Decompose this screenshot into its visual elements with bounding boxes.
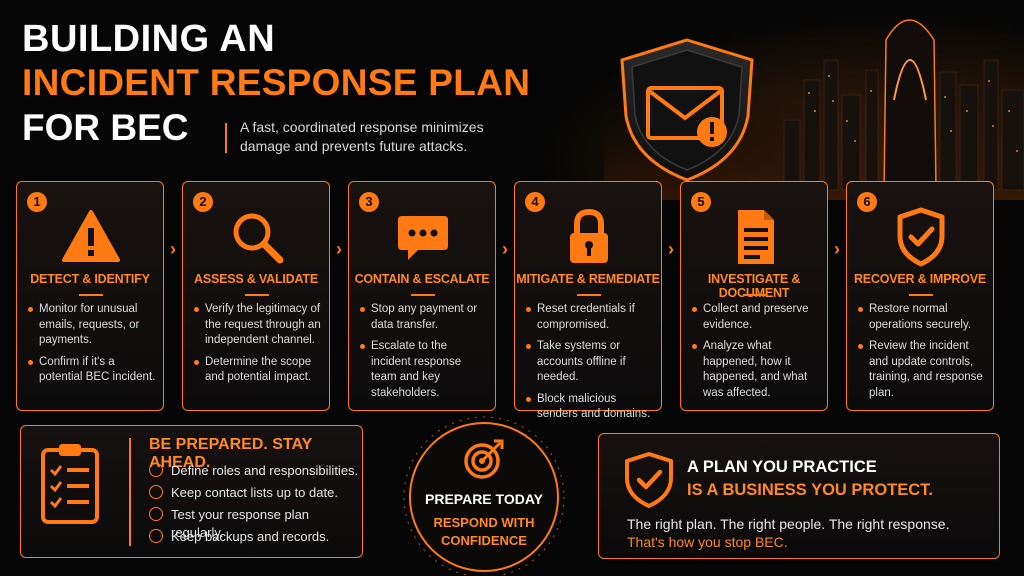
panel-divider bbox=[129, 438, 131, 546]
chevron-right-icon: › bbox=[502, 239, 508, 259]
step-title: DETECT & IDENTIFY bbox=[30, 272, 150, 286]
step-card-1: 1 DETECT & IDENTIFY Monitor for unusual … bbox=[16, 181, 164, 411]
chevron-right-icon: › bbox=[170, 239, 176, 259]
list-item: Monitor for unusual emails, requests, or… bbox=[27, 302, 157, 349]
chevron-right-icon: › bbox=[834, 239, 840, 259]
list-item: Take systems or accounts offline if need… bbox=[525, 339, 655, 386]
check-circle-icon bbox=[149, 507, 163, 521]
list-item-label: Test your response plan regularly. bbox=[171, 507, 310, 540]
be-prepared-panel: BE PREPARED. STAY AHEAD. Define roles an… bbox=[20, 425, 363, 558]
title-divider bbox=[225, 123, 227, 153]
step-title: ASSESS & VALIDATE bbox=[194, 272, 318, 286]
warning-icon bbox=[56, 204, 126, 270]
step-card-3: 3 CONTAIN & ESCALATE Stop any payment or… bbox=[348, 181, 496, 411]
list-item: Analyze what happened, how it happened, … bbox=[691, 339, 821, 401]
step-divider bbox=[245, 294, 269, 296]
check-circle-icon bbox=[149, 463, 163, 477]
list-item: Block malicious senders and domains. bbox=[525, 392, 655, 423]
badge-ring bbox=[403, 416, 565, 575]
step-bullets: Stop any payment or data transfer. Escal… bbox=[359, 302, 489, 407]
list-item: Test your response plan regularly. bbox=[149, 506, 362, 540]
step-bullets: Reset credentials if compromised. Take s… bbox=[525, 302, 655, 429]
magnifier-icon bbox=[222, 204, 292, 270]
list-item: Restore normal operations securely. bbox=[857, 302, 987, 333]
step-number: 2 bbox=[193, 192, 213, 212]
prepared-list: Define roles and responsibilities. Keep … bbox=[149, 462, 362, 550]
clipboard-checklist-icon bbox=[39, 440, 101, 526]
plan-heading-1: A PLAN YOU PRACTICE bbox=[687, 458, 877, 476]
step-divider bbox=[743, 294, 767, 296]
chevron-right-icon: › bbox=[336, 239, 342, 259]
chevron-right-icon: › bbox=[668, 239, 674, 259]
step-number: 6 bbox=[857, 192, 877, 212]
step-title: RECOVER & IMPROVE bbox=[853, 272, 987, 286]
step-card-6: 6 RECOVER & IMPROVE Restore normal opera… bbox=[846, 181, 994, 411]
respond-with-confidence-text: RESPOND WITH CONFIDENCE bbox=[400, 514, 568, 550]
page-title: BUILDING AN INCIDENT RESPONSE PLAN FOR B… bbox=[22, 20, 530, 146]
step-divider bbox=[411, 294, 435, 296]
plan-text-2: That's how you stop BEC. bbox=[627, 534, 788, 550]
step-number: 4 bbox=[525, 192, 545, 212]
steps-row: 1 DETECT & IDENTIFY Monitor for unusual … bbox=[16, 181, 1008, 420]
list-item: Verify the legitimacy of the request thr… bbox=[193, 302, 323, 349]
step-bullets: Collect and preserve evidence. Analyze w… bbox=[691, 302, 821, 407]
list-item: Keep backups and records. bbox=[149, 528, 362, 550]
step-card-5: 5 INVESTIGATE & DOCUMENT Collect and pre… bbox=[680, 181, 828, 411]
list-item: Keep contact lists up to date. bbox=[149, 484, 362, 506]
list-item: Determine the scope and potential impact… bbox=[193, 355, 323, 386]
target-icon bbox=[462, 437, 506, 481]
list-item: Confirm if it's a potential BEC incident… bbox=[27, 355, 157, 386]
respond-with-line: RESPOND WITH bbox=[433, 515, 535, 530]
plan-heading-2: IS A BUSINESS YOU PROTECT. bbox=[687, 481, 934, 499]
step-card-4: 4 MITIGATE & REMEDIATE Reset credentials… bbox=[514, 181, 662, 420]
list-item: Reset credentials if compromised. bbox=[525, 302, 655, 333]
shield-check-icon bbox=[886, 204, 956, 270]
step-title: MITIGATE & REMEDIATE bbox=[516, 272, 660, 286]
shield-envelope-alert-icon bbox=[612, 36, 762, 184]
step-title: CONTAIN & ESCALATE bbox=[354, 272, 490, 286]
list-item-label: Keep contact lists up to date. bbox=[171, 485, 338, 500]
prepare-today-text: PREPARE TODAY bbox=[425, 491, 543, 507]
list-item: Collect and preserve evidence. bbox=[691, 302, 821, 333]
lock-icon bbox=[554, 204, 624, 270]
check-circle-icon bbox=[149, 485, 163, 499]
step-bullets: Verify the legitimacy of the request thr… bbox=[193, 302, 323, 392]
prepare-today-badge: PREPARE TODAY RESPOND WITH CONFIDENCE bbox=[400, 415, 568, 575]
prepared-title: BE PREPARED. STAY AHEAD. bbox=[149, 436, 313, 471]
step-number: 3 bbox=[359, 192, 379, 212]
step-number: 5 bbox=[691, 192, 711, 212]
title-line-1: BUILDING AN bbox=[22, 18, 276, 60]
list-item: Escalate to the incident response team a… bbox=[359, 339, 489, 401]
list-item: Review the incident and update controls,… bbox=[857, 339, 987, 401]
step-bullets: Monitor for unusual emails, requests, or… bbox=[27, 302, 157, 392]
list-item: Define roles and responsibilities. bbox=[149, 462, 362, 484]
list-item: Stop any payment or data transfer. bbox=[359, 302, 489, 333]
step-divider bbox=[909, 294, 933, 296]
chat-bubble-icon bbox=[388, 204, 458, 270]
step-card-2: 2 ASSESS & VALIDATE Verify the legitimac… bbox=[182, 181, 330, 411]
check-circle-icon bbox=[149, 529, 163, 543]
plan-text-1: The right plan. The right people. The ri… bbox=[627, 516, 950, 532]
list-item-label: Keep backups and records. bbox=[171, 529, 330, 544]
step-title: INVESTIGATE & DOCUMENT bbox=[707, 272, 801, 300]
step-number: 1 bbox=[27, 192, 47, 212]
document-icon bbox=[720, 204, 790, 270]
confidence-line: CONFIDENCE bbox=[441, 533, 527, 548]
plan-practice-panel: A PLAN YOU PRACTICE IS A BUSINESS YOU PR… bbox=[598, 433, 1000, 559]
step-divider bbox=[577, 294, 601, 296]
step-bullets: Restore normal operations securely. Revi… bbox=[857, 302, 987, 407]
step-divider bbox=[79, 294, 103, 296]
shield-check-icon bbox=[621, 450, 677, 510]
title-line-2: INCIDENT RESPONSE PLAN bbox=[22, 62, 531, 103]
subtitle: A fast, coordinated response minimizes d… bbox=[240, 119, 484, 154]
title-line-3: FOR BEC bbox=[22, 107, 189, 148]
list-item-label: Define roles and responsibilities. bbox=[171, 463, 359, 478]
